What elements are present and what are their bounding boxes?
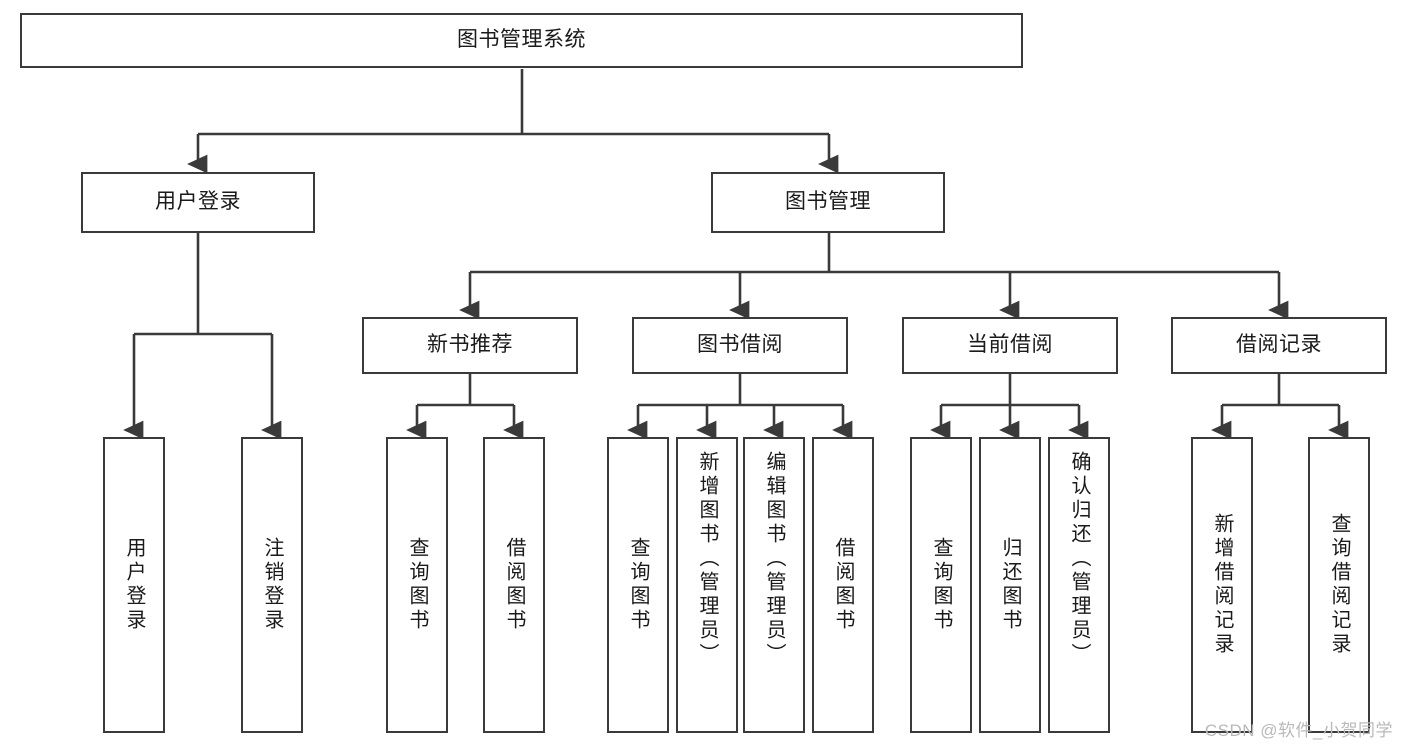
node-book-manage[interactable]: 图书管理 xyxy=(711,172,945,233)
node-book-borrow-label: 图书借阅 xyxy=(697,333,783,357)
node-leaf-add-record-label: 新增借阅记录 xyxy=(1211,513,1233,657)
node-borrow-record-label: 借阅记录 xyxy=(1236,333,1322,357)
node-leaf-confirm-return-label: 确认归还（管理员） xyxy=(1068,451,1090,667)
node-leaf-add-book[interactable]: 新增图书（管理员） xyxy=(676,437,738,733)
node-leaf-query-record[interactable]: 查询借阅记录 xyxy=(1308,437,1370,733)
node-leaf-borrow-book-1-label: 借阅图书 xyxy=(503,537,525,633)
node-leaf-edit-book[interactable]: 编辑图书（管理员） xyxy=(743,437,805,733)
node-leaf-query-record-label: 查询借阅记录 xyxy=(1328,513,1350,657)
node-leaf-confirm-return[interactable]: 确认归还（管理员） xyxy=(1048,437,1110,733)
node-current-borrow-label: 当前借阅 xyxy=(967,333,1053,357)
node-leaf-add-record[interactable]: 新增借阅记录 xyxy=(1191,437,1253,733)
node-leaf-logout-login[interactable]: 注销登录 xyxy=(241,437,303,733)
node-leaf-logout-login-label: 注销登录 xyxy=(261,537,283,633)
node-current-borrow[interactable]: 当前借阅 xyxy=(902,317,1118,374)
node-leaf-query-book-2[interactable]: 查询图书 xyxy=(607,437,669,733)
node-leaf-query-book-1-label: 查询图书 xyxy=(406,537,428,633)
node-user-login-label: 用户登录 xyxy=(155,190,241,214)
node-book-borrow[interactable]: 图书借阅 xyxy=(632,317,848,374)
node-borrow-record[interactable]: 借阅记录 xyxy=(1171,317,1387,374)
node-new-book-recommend[interactable]: 新书推荐 xyxy=(362,317,578,374)
node-root[interactable]: 图书管理系统 xyxy=(20,13,1023,68)
node-leaf-borrow-book-2-label: 借阅图书 xyxy=(832,537,854,633)
node-book-manage-label: 图书管理 xyxy=(785,190,871,214)
node-leaf-user-login-label: 用户登录 xyxy=(123,537,145,633)
node-new-book-recommend-label: 新书推荐 xyxy=(427,333,513,357)
node-leaf-return-book-label: 归还图书 xyxy=(999,537,1021,633)
node-leaf-user-login[interactable]: 用户登录 xyxy=(103,437,165,733)
node-root-label: 图书管理系统 xyxy=(457,28,586,52)
node-leaf-query-book-3-label: 查询图书 xyxy=(930,537,952,633)
node-leaf-borrow-book-2[interactable]: 借阅图书 xyxy=(812,437,874,733)
node-leaf-return-book[interactable]: 归还图书 xyxy=(979,437,1041,733)
node-leaf-query-book-2-label: 查询图书 xyxy=(627,537,649,633)
node-leaf-borrow-book-1[interactable]: 借阅图书 xyxy=(483,437,545,733)
node-leaf-edit-book-label: 编辑图书（管理员） xyxy=(763,451,785,667)
node-leaf-query-book-3[interactable]: 查询图书 xyxy=(910,437,972,733)
node-leaf-add-book-label: 新增图书（管理员） xyxy=(696,451,718,667)
node-user-login[interactable]: 用户登录 xyxy=(81,172,315,233)
node-leaf-query-book-1[interactable]: 查询图书 xyxy=(386,437,448,733)
